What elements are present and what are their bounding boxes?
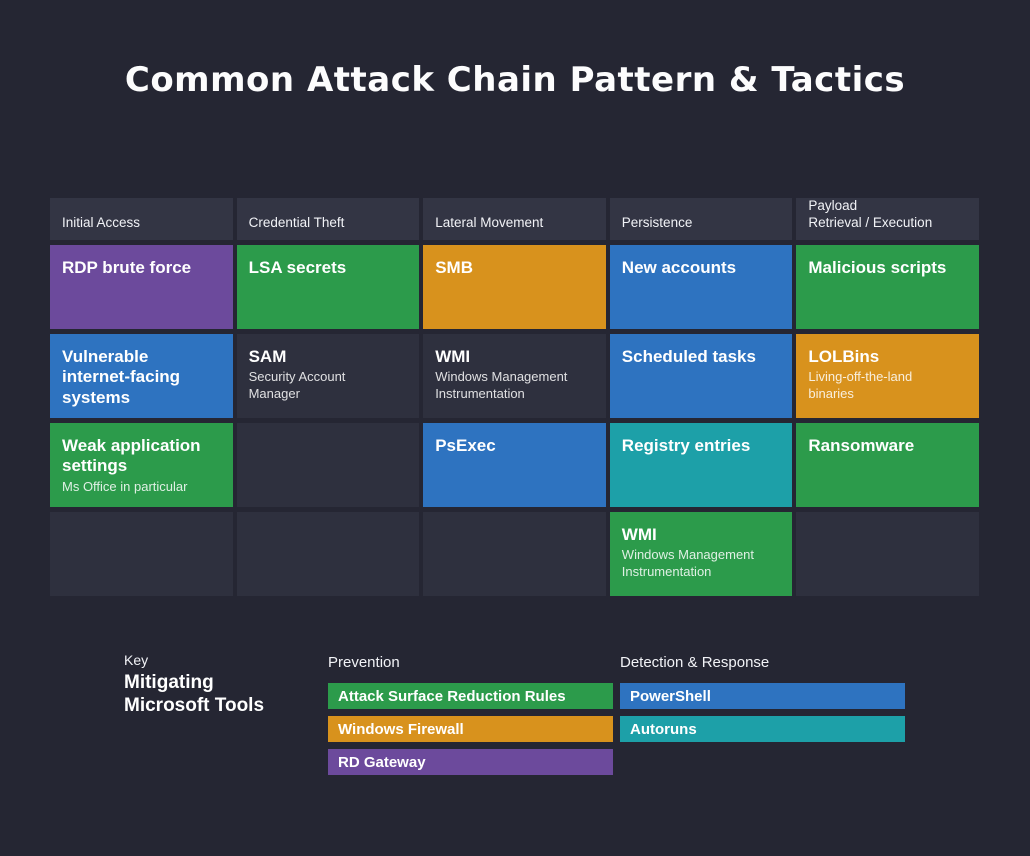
attack-cell-4-4: WMI Windows Management Instrumentation: [609, 512, 793, 596]
prevention-heading: Prevention: [328, 654, 400, 671]
empty-cell-5-4: [796, 512, 979, 596]
cell-title: Malicious scripts: [808, 258, 947, 277]
key-bar-attack-surface-reduction-rules: Attack Surface Reduction Rules: [328, 683, 613, 709]
key-bar-rd-gateway: RD Gateway: [328, 749, 613, 775]
detection-heading: Detection & Response: [620, 654, 770, 671]
cell-subtitle: Living-off-the-land binaries: [808, 369, 913, 401]
cell-title: Weak application settings: [62, 436, 201, 476]
cell-subtitle: Ms Office in particular: [62, 478, 188, 494]
cell-title: SAM: [248, 347, 287, 366]
column-header-3: Lateral Movement: [423, 198, 606, 240]
cell-title: Registry entries: [621, 436, 751, 455]
attack-cell-5-3: Ransomware: [796, 423, 979, 507]
column-header-1: Initial Access: [50, 198, 233, 240]
attack-cell-4-3: Registry entries: [609, 423, 793, 507]
cell-title: WMI: [621, 525, 657, 544]
cell-title: New accounts: [621, 258, 737, 277]
cell-title: PsExec: [435, 436, 496, 455]
cell-title: Vulnerable internet-facing systems: [62, 347, 181, 407]
attack-cell-1-3: Weak application settings Ms Office in pa…: [50, 423, 233, 507]
attack-cell-1-1: RDP brute force: [50, 245, 233, 329]
cell-subtitle: Security Account Manager: [248, 369, 346, 401]
empty-cell-2-4: [236, 512, 420, 596]
key-group-prevention: Prevention Attack Surface Reduction Rule…: [328, 654, 613, 782]
attack-cell-1-2: Vulnerable internet-facing systems: [50, 334, 233, 418]
empty-cell-2-3: [236, 423, 420, 507]
cell-title: RDP brute force: [62, 258, 192, 277]
attack-cell-3-1: SMB: [423, 245, 606, 329]
attack-cell-2-1: LSA secrets: [236, 245, 420, 329]
empty-cell-3-4: [423, 512, 606, 596]
empty-cell-1-4: [50, 512, 233, 596]
key-intro: Key Mitigating Microsoft Tools: [124, 652, 304, 717]
key-label: Key: [124, 652, 149, 668]
cell-title: LOLBins: [808, 347, 880, 366]
column-header-4: Persistence: [609, 198, 793, 240]
column-header-5: Payload Retrieval / Execution: [796, 198, 979, 240]
attack-cell-2-2: SAM Security Account Manager: [236, 334, 420, 418]
page-title: Common Attack Chain Pattern & Tactics: [124, 60, 906, 100]
column-header-2: Credential Theft: [236, 198, 420, 240]
attack-cell-3-2: WMI Windows Management Instrumentation: [423, 334, 606, 418]
key-title: Mitigating Microsoft Tools: [124, 672, 265, 717]
key-bar-windows-firewall: Windows Firewall: [328, 716, 613, 742]
key-bar-autoruns: Autoruns: [620, 716, 905, 742]
attack-cell-4-2: Scheduled tasks: [609, 334, 793, 418]
cell-title: Ransomware: [808, 436, 915, 455]
cell-title: LSA secrets: [248, 258, 347, 277]
cell-subtitle: Windows Management Instrumentation: [435, 369, 568, 401]
cell-title: Scheduled tasks: [621, 347, 756, 366]
attack-cell-4-1: New accounts: [609, 245, 793, 329]
cell-title: SMB: [435, 258, 473, 277]
attack-cell-3-3: PsExec: [423, 423, 606, 507]
cell-title: WMI: [435, 347, 471, 366]
key-bar-powershell: PowerShell: [620, 683, 905, 709]
attack-cell-5-1: Malicious scripts: [796, 245, 979, 329]
cell-subtitle: Windows Management Instrumentation: [621, 547, 755, 579]
